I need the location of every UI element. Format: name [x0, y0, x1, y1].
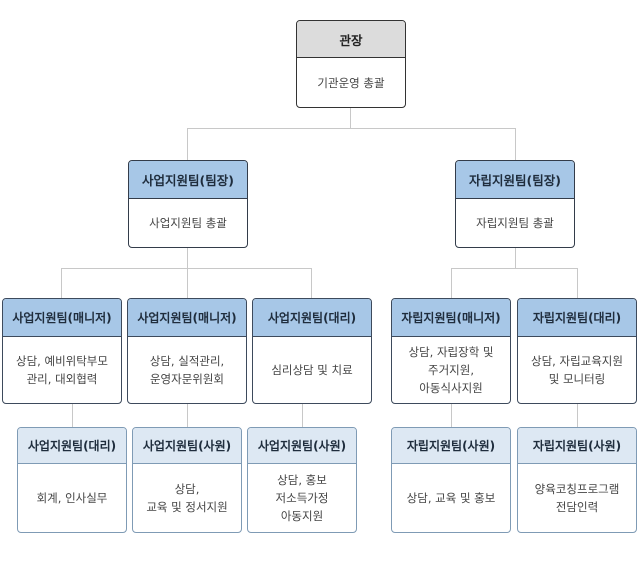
- box-desc: 심리상담 및 치료: [271, 363, 353, 377]
- box-desc: 상담, 예비위탁부모 관리, 대외협력: [16, 354, 108, 386]
- box-desc: 양육코칭프로그램 전담인력: [534, 482, 620, 514]
- box-desc: 상담, 교육 및 정서지원: [146, 482, 228, 514]
- box-desc: 상담, 교육 및 홍보: [406, 491, 496, 505]
- box-title: 자립지원팀(대리): [518, 299, 636, 337]
- box-title: 자립지원팀(사원): [392, 428, 510, 464]
- box-desc: 상담, 자립교육지원 및 모니터링: [531, 354, 623, 386]
- staff-box: 자립지원팀(대리) 상담, 자립교육지원 및 모니터링: [517, 298, 637, 404]
- director-box: 관장 기관운영 총괄: [296, 20, 406, 108]
- box-desc: 자립지원팀 총괄: [476, 216, 554, 230]
- sub-staff-box: 사업지원팀(사원) 상담, 교육 및 정서지원: [132, 427, 242, 533]
- box-title: 사업지원팀(대리): [18, 428, 126, 464]
- staff-box: 사업지원팀(매니저) 상담, 예비위탁부모 관리, 대외협력: [2, 298, 122, 404]
- sub-staff-box: 사업지원팀(사원) 상담, 홍보 저소득가정 아동지원: [247, 427, 357, 533]
- sub-staff-box: 자립지원팀(사원) 상담, 교육 및 홍보: [391, 427, 511, 533]
- director-title: 관장: [297, 21, 405, 58]
- box-title: 자립지원팀(매니저): [392, 299, 510, 337]
- business-team-leader-box: 사업지원팀(팀장) 사업지원팀 총괄: [128, 160, 248, 248]
- independence-team-leader-box: 자립지원팀(팀장) 자립지원팀 총괄: [455, 160, 575, 248]
- director-desc: 기관운영 총괄: [317, 75, 385, 90]
- box-desc: 상담, 실적관리, 운영자문위원회: [149, 354, 225, 386]
- sub-staff-box: 자립지원팀(사원) 양육코칭프로그램 전담인력: [517, 427, 637, 533]
- sub-staff-box: 사업지원팀(대리) 회계, 인사실무: [17, 427, 127, 533]
- box-title: 사업지원팀(대리): [253, 299, 371, 337]
- box-title: 사업지원팀(팀장): [129, 161, 247, 199]
- box-title: 사업지원팀(사원): [133, 428, 241, 464]
- staff-box: 사업지원팀(대리) 심리상담 및 치료: [252, 298, 372, 404]
- box-desc: 상담, 홍보 저소득가정 아동지원: [275, 473, 329, 523]
- box-desc: 상담, 자립장학 및 주거지원, 아동식사지원: [408, 345, 494, 395]
- staff-box: 사업지원팀(매니저) 상담, 실적관리, 운영자문위원회: [127, 298, 247, 404]
- box-title: 자립지원팀(팀장): [456, 161, 574, 199]
- box-title: 사업지원팀(매니저): [3, 299, 121, 337]
- box-desc: 사업지원팀 총괄: [149, 216, 227, 230]
- box-title: 사업지원팀(매니저): [128, 299, 246, 337]
- staff-box: 자립지원팀(매니저) 상담, 자립장학 및 주거지원, 아동식사지원: [391, 298, 511, 404]
- box-title: 자립지원팀(사원): [518, 428, 636, 464]
- box-title: 사업지원팀(사원): [248, 428, 356, 464]
- box-desc: 회계, 인사실무: [36, 491, 108, 505]
